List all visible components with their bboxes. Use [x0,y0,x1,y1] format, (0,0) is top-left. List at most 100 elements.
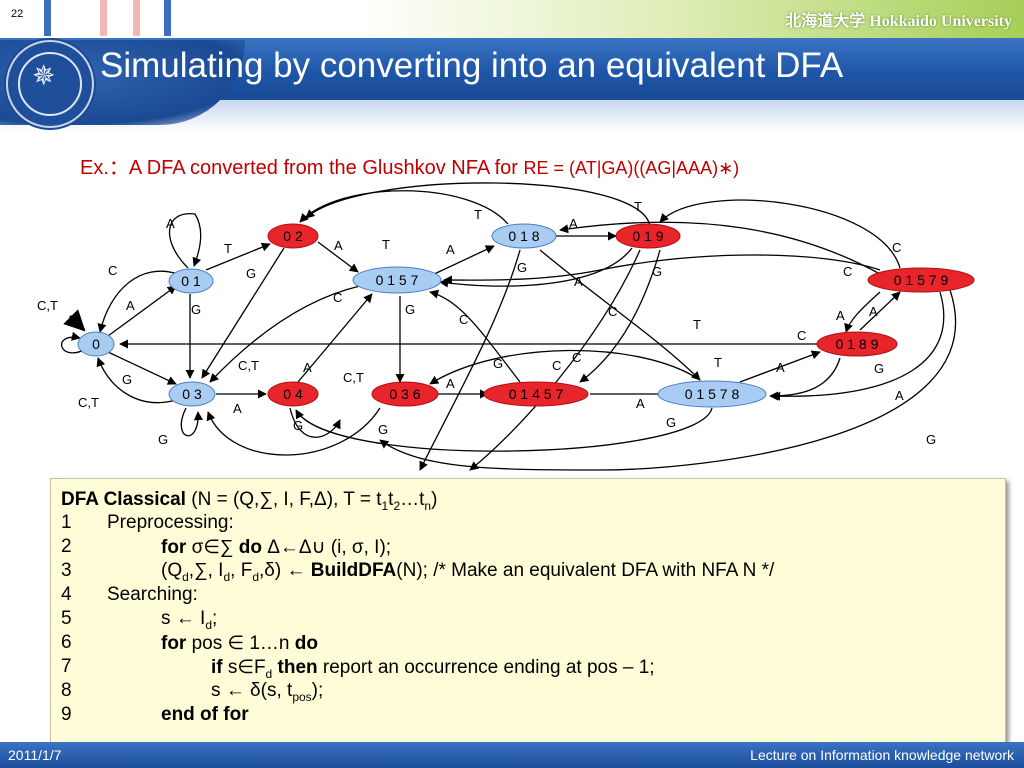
edge [844,291,881,333]
state-s0 [77,331,115,357]
edge [539,249,701,381]
edge-label: A [569,216,578,231]
edge-label: C [333,290,342,305]
algorithm-header: DFA Classical (N = (Q,∑, I, F,Δ), T = t1… [61,489,438,513]
edge-label: A [446,376,455,391]
edge-label: G [191,302,201,317]
edge-label: A [895,388,904,403]
edge-label: G [246,266,256,281]
edge-label: C [608,304,617,319]
edge-label: G [122,372,132,387]
edge-label: A [303,360,312,375]
header-stripe [164,0,171,36]
edge-label: A [334,238,343,253]
state-s0189 [816,331,898,357]
start-arrow [63,309,86,332]
edge-label: C [108,263,117,278]
edge-label: C,T [238,358,259,373]
edge [659,199,901,269]
edge [61,331,85,354]
state-s02 [267,223,319,249]
edge-label: G [926,432,936,447]
edge [107,351,177,385]
edge-label: G [517,260,527,275]
edge [209,285,361,383]
edge-label: G [293,418,303,433]
state-label: 0 4 [283,386,303,402]
edge-label: C [552,358,561,373]
edge-label: A [836,308,845,323]
edge-label: T [693,317,701,332]
state-label: 0 2 [283,228,303,244]
footer-bar: 2011/1/7 Lecture on Information knowledg… [0,742,1024,768]
state-s01 [168,268,214,294]
edge-label: A [574,274,583,289]
edge [559,221,881,275]
edge [859,291,901,331]
state-label: 0 1 5 7 8 [685,386,740,402]
edge-label: A [166,216,175,231]
state-label: 0 3 [182,386,202,402]
state-s01578 [657,380,767,408]
edge [469,249,641,471]
page-number: 22 [11,8,24,20]
edge-label: C [797,328,806,343]
edge-label: A [446,242,455,257]
edge [180,407,203,437]
state-label: 0 1 [181,273,201,289]
edge [419,249,521,471]
edge [201,247,285,379]
edge-label: A [233,401,242,416]
edge-label: A [869,304,878,319]
edge-label: T [224,241,232,256]
state-nodes: 0 0 1 0 3 0 2 0 4 0 1 5 7 0 3 6 0 1 8 0 … [77,223,975,408]
edge [299,190,509,225]
caption-prefix: Ex.： [80,157,129,179]
edge [439,247,633,288]
state-s03 [168,381,216,407]
edge-label: C,T [78,395,99,410]
edge-label: C [459,312,468,327]
edge-label: C [572,350,581,365]
state-label: 0 1 5 7 [376,272,419,288]
edge-label: G [666,415,676,430]
edge-label: A [126,298,135,313]
state-s0157 [352,266,442,294]
footer-date: 2011/1/7 [8,747,62,763]
state-label: 0 1 5 7 9 [894,272,949,288]
edge-labels: C,T C A G C,T G A T G G A C,T C A G T A … [37,199,936,447]
state-label: 0 [92,336,100,352]
footer-course: Lecture on Information knowledge network [750,747,1014,763]
edge-label: T [474,207,482,222]
edge [305,182,651,227]
edge [579,249,661,383]
state-s036 [371,381,439,407]
state-label: 0 1 9 [632,228,663,244]
state-s04 [267,381,319,407]
edge-label: C [892,240,901,255]
edge [289,407,341,438]
edge [168,213,202,269]
caption-text: A DFA converted from the Glushkov NFA fo… [128,157,518,179]
edge-label: T [634,199,642,214]
edge [317,241,359,273]
university-seal-icon: ✵ [6,40,94,128]
edge [295,407,713,452]
slide-title: Simulating by converting into an equival… [100,46,844,85]
header-stripe [100,0,107,36]
algorithm-name: DFA Classical [61,489,186,510]
edge-label: G [158,432,168,447]
edge [429,289,521,383]
edge-label: G [874,361,884,376]
edge [443,254,881,285]
edge [379,289,957,471]
edge [429,349,701,385]
edge [206,407,381,456]
edge-label: C [843,264,852,279]
state-label: 0 3 6 [389,386,420,402]
state-s01579 [867,267,975,293]
edge [205,242,271,271]
edge-label: T [382,237,390,252]
edge [739,350,821,383]
state-label: 0 1 4 5 7 [509,386,564,402]
